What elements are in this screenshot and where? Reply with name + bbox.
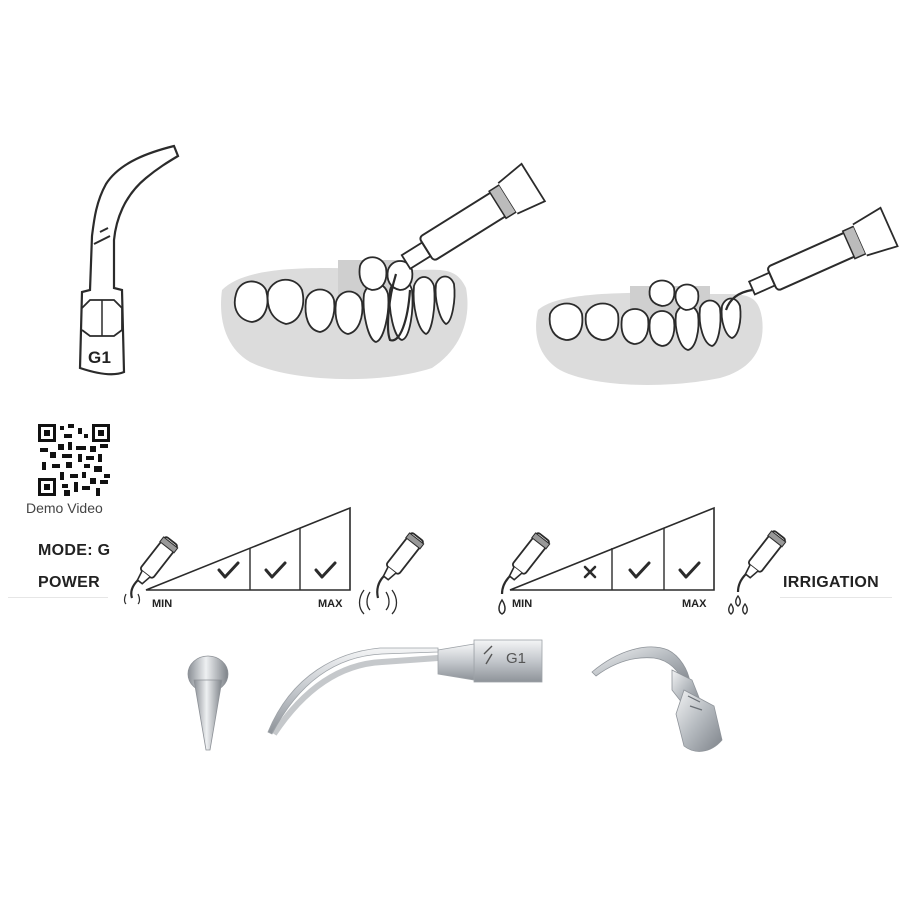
irrigation-level-3-check-mark xyxy=(678,561,701,579)
power-level-1-check-mark xyxy=(217,561,240,579)
power-level-chart xyxy=(145,506,351,591)
handpiece-min-power-icon xyxy=(123,536,179,605)
handpiece-min-irrigation-icon xyxy=(498,532,551,615)
irrigation-level-2-check-mark xyxy=(628,561,651,579)
power-level-2-check-mark xyxy=(264,561,287,579)
qr-caption: Demo Video xyxy=(26,500,103,516)
teeth-illustration-lingual xyxy=(536,206,899,385)
irrigation-level-chart xyxy=(509,506,715,591)
irrigation-max-label: MAX xyxy=(682,598,707,610)
teeth-illustration-buccal xyxy=(221,162,547,380)
tip-engraving: G1 xyxy=(506,650,527,667)
irrigation-level-1-cross-mark xyxy=(583,565,597,579)
qr-code[interactable] xyxy=(38,424,110,496)
power-max-label: MAX xyxy=(318,598,343,610)
mode-label: MODE: G xyxy=(38,542,111,559)
power-level-3-check-mark xyxy=(314,561,337,579)
handpiece-max-power-icon xyxy=(358,532,425,615)
power-label: POWER xyxy=(38,574,100,591)
power-min-label: MIN xyxy=(152,598,173,610)
separator-right xyxy=(780,597,892,598)
irrigation-min-label: MIN xyxy=(512,598,533,610)
irrigation-label: IRRIGATION xyxy=(783,574,880,591)
tip-code-label: G1 xyxy=(88,348,112,367)
tip-front-view-image xyxy=(187,655,229,751)
tip-outline-drawing xyxy=(78,144,180,376)
separator-left xyxy=(8,597,108,598)
tip-angled-view-image xyxy=(591,646,723,752)
handpiece-max-irrigation-icon xyxy=(728,530,787,615)
tip-side-view-image xyxy=(267,639,543,736)
